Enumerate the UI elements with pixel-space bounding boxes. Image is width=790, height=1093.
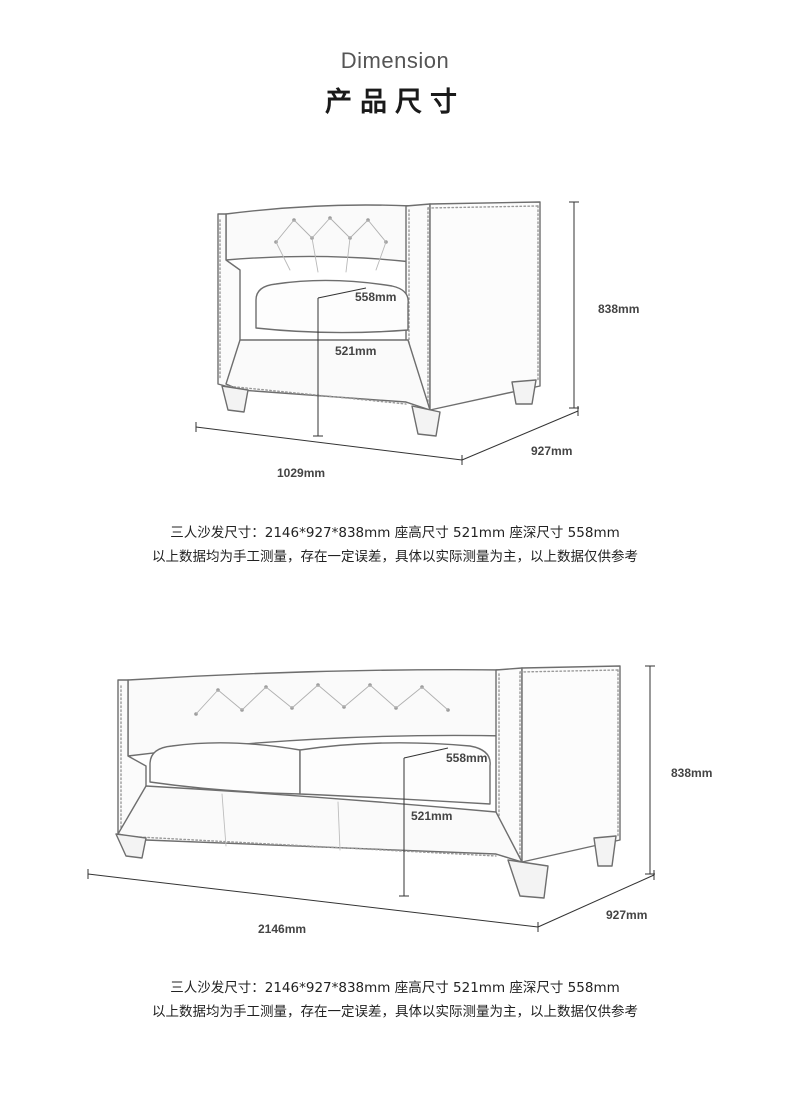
armchair-depth-label: 927mm	[531, 444, 573, 458]
sofa-width-line	[87, 873, 539, 928]
armchair-diagram: 1029mm 927mm 838mm 521mm 558mm	[0, 190, 790, 490]
sofa-base	[117, 785, 523, 863]
sofa-spec-line: 三人沙发尺寸：2146*927*838mm 座高尺寸 521mm 座深尺寸 55…	[170, 980, 620, 996]
armchair-height-label: 838mm	[598, 302, 640, 316]
armchair-depth-line	[461, 410, 579, 461]
sofa-height-label: 838mm	[671, 766, 713, 780]
armchair-width-line	[195, 426, 463, 461]
sofa-leg-back-right	[593, 835, 617, 867]
sofa-backrest	[127, 669, 509, 757]
armchair-seat-cushion	[255, 279, 409, 334]
sofa-leg-front-left	[115, 833, 147, 859]
sofa-sketch	[87, 665, 655, 932]
armchair-base	[225, 339, 431, 411]
armchair-width-label: 1029mm	[277, 466, 326, 480]
title-english: Dimension	[340, 48, 450, 73]
armchair-disclaimer-line: 以上数据均为手工测量，存在一定误差，具体以实际测量为主，以上数据仅供参考	[152, 549, 638, 565]
title-chinese: 产品尺寸	[325, 87, 465, 117]
sofa-width-label: 2146mm	[258, 922, 307, 936]
armchair-leg-front-left	[221, 385, 249, 413]
sofa-seat-depth-label: 558mm	[446, 751, 488, 765]
sofa-depth-label: 927mm	[606, 908, 648, 922]
armchair-backrest	[225, 204, 413, 263]
sofa-diagram: 2146mm 927mm 838mm 521mm 558mm	[0, 652, 790, 952]
sofa-seat-depth-line	[403, 747, 449, 759]
sofa-seat-cushion-right	[299, 742, 491, 805]
sofa-spec-note: 三人沙发尺寸：2146*927*838mm 座高尺寸 521mm 座深尺寸 55…	[0, 976, 790, 1024]
sofa-disclaimer-line: 以上数据均为手工测量，存在一定误差，具体以实际测量为主，以上数据仅供参考	[152, 1004, 638, 1020]
armchair-right-arm-side	[429, 201, 541, 411]
sofa-right-arm-side	[521, 665, 621, 863]
armchair-sketch	[195, 201, 579, 465]
armchair-spec-line: 三人沙发尺寸：2146*927*838mm 座高尺寸 521mm 座深尺寸 55…	[170, 525, 620, 541]
sofa-leg-front-right	[507, 859, 549, 899]
armchair-leg-front-right	[411, 405, 441, 437]
sofa-seat-height-label: 521mm	[411, 809, 453, 823]
armchair-spec-note: 三人沙发尺寸：2146*927*838mm 座高尺寸 521mm 座深尺寸 55…	[0, 521, 790, 569]
armchair-seat-height-label: 521mm	[335, 344, 377, 358]
header: Dimension 产品尺寸	[0, 44, 790, 122]
armchair-seat-depth-line	[317, 287, 367, 299]
armchair-seat-depth-label: 558mm	[355, 290, 397, 304]
armchair-left-arm	[217, 213, 241, 391]
armchair-leg-back-right	[511, 379, 537, 405]
sofa-depth-line	[537, 874, 655, 928]
sofa-seat-cushion-left	[149, 742, 301, 795]
